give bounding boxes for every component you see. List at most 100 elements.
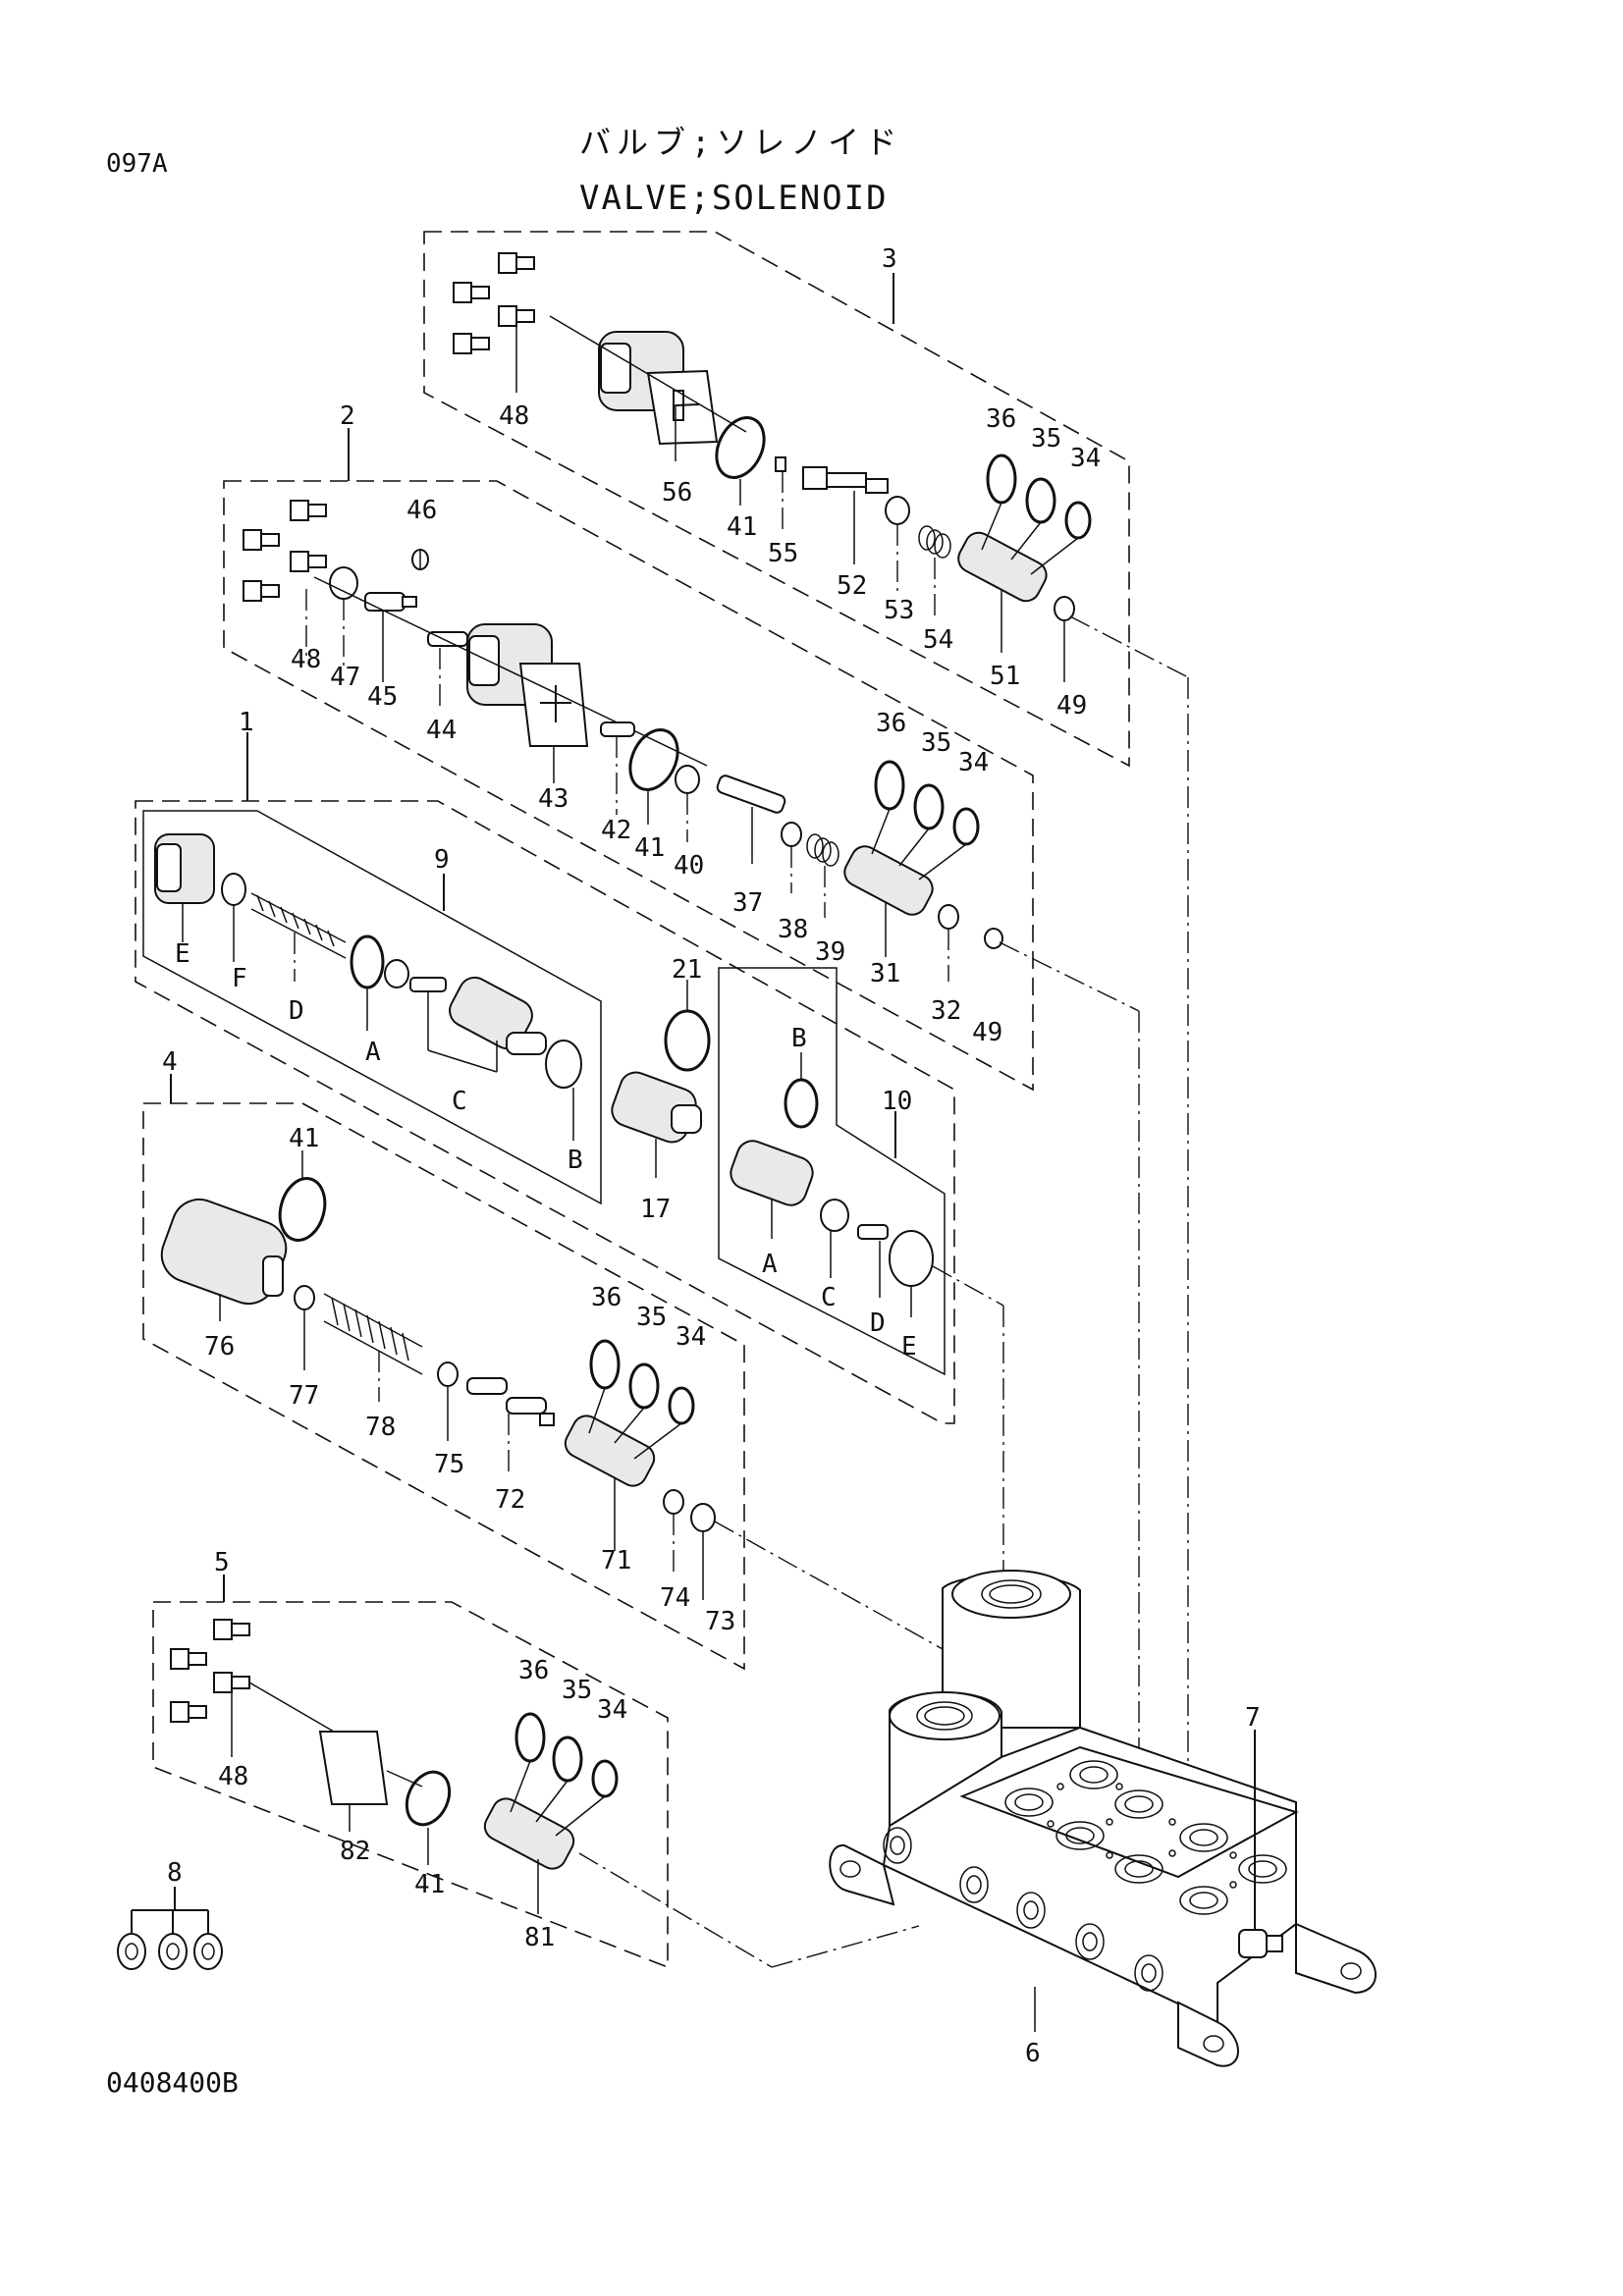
seal-ring-icon	[984, 928, 1003, 949]
callout-9-A: A	[365, 1038, 381, 1067]
spring-icon	[918, 525, 951, 559]
callout-51: 51	[990, 662, 1020, 691]
callout-36: 36	[986, 404, 1016, 434]
callout-82: 82	[340, 1837, 370, 1866]
callout-34: 34	[1070, 444, 1101, 473]
o-ring-icon	[874, 760, 905, 811]
callout-9-E: E	[175, 939, 190, 969]
callout-49: 49	[972, 1018, 1002, 1047]
plug-icon	[1238, 1929, 1283, 1958]
callout-77: 77	[289, 1381, 319, 1411]
o-ring-icon	[589, 1339, 621, 1390]
mounting-foot-icon	[829, 1843, 895, 1906]
callout-43: 43	[538, 784, 568, 814]
adjust-screw-icon	[364, 592, 417, 612]
callout-35: 35	[1031, 424, 1061, 454]
solenoid-icon	[466, 623, 589, 747]
group-4-valve: 4 41	[142, 1047, 944, 1698]
callout-73: 73	[705, 1607, 735, 1636]
callout-5: 5	[214, 1548, 230, 1577]
spring-icon	[857, 1224, 889, 1240]
callout-17: 17	[640, 1195, 671, 1224]
callout-47: 47	[330, 663, 360, 692]
callout-41: 41	[289, 1124, 319, 1153]
callout-38: 38	[778, 915, 808, 944]
o-ring-icon	[350, 934, 385, 989]
washer-icon	[329, 566, 358, 600]
callout-56: 56	[662, 478, 692, 507]
callout-44: 44	[426, 716, 457, 745]
callout-6: 6	[1025, 2039, 1041, 2068]
callout-8: 8	[167, 1858, 183, 1888]
sleeve-icon	[564, 1415, 656, 1487]
o-ring-icon	[552, 1735, 583, 1783]
callout-34: 34	[958, 748, 989, 777]
spring-icon	[323, 1293, 423, 1375]
poppet-icon	[409, 977, 447, 992]
callout-36: 36	[591, 1283, 622, 1312]
seal-ring-icon	[938, 904, 959, 930]
callout-78: 78	[365, 1413, 396, 1442]
port-icon	[883, 1827, 1163, 1992]
callout-9: 9	[434, 845, 450, 875]
callout-72: 72	[495, 1485, 525, 1515]
callout-31: 31	[870, 959, 900, 988]
callout-9-B: B	[568, 1146, 583, 1175]
callout-10-B: B	[791, 1024, 807, 1053]
mounting-foot-icon	[1177, 2001, 1239, 2067]
spring-icon	[600, 721, 635, 737]
callout-37: 37	[732, 888, 763, 918]
callout-55: 55	[768, 539, 798, 568]
callout-76: 76	[204, 1332, 235, 1362]
callout-53: 53	[884, 596, 914, 625]
o-ring-icon	[952, 807, 980, 846]
seat-icon	[675, 765, 700, 794]
callout-39: 39	[815, 937, 845, 967]
pin-icon	[775, 456, 786, 472]
callout-41: 41	[414, 1870, 445, 1899]
o-ring-icon	[664, 1009, 711, 1072]
callout-35: 35	[562, 1676, 592, 1705]
washer-icon	[437, 1362, 459, 1387]
o-ring-icon	[715, 416, 766, 479]
o-ring-icon	[668, 1386, 695, 1425]
callout-10-A: A	[762, 1250, 778, 1279]
sleeve-icon	[957, 531, 1048, 603]
callout-41: 41	[634, 833, 665, 863]
washer-icon	[294, 1285, 315, 1310]
o-ring-icon	[784, 1078, 819, 1129]
callout-45: 45	[367, 682, 398, 712]
spool-icon	[802, 466, 889, 494]
callout-71: 71	[601, 1546, 631, 1575]
title-japanese: バルブ;ソレノイド	[579, 124, 903, 161]
group-3-solenoid-valve: 3 48 56 41 55 52 53 54 51 49 36 35 34	[423, 231, 1189, 1806]
callout-41: 41	[727, 512, 757, 542]
washer-icon	[221, 873, 246, 906]
bolt-icon	[453, 252, 535, 354]
callout-10-D: D	[870, 1308, 886, 1338]
callout-54: 54	[923, 625, 953, 655]
callout-21: 21	[672, 955, 702, 985]
callout-75: 75	[434, 1450, 464, 1479]
callout-1: 1	[239, 708, 254, 737]
callout-34: 34	[676, 1322, 706, 1352]
callout-81: 81	[524, 1923, 555, 1952]
callout-46: 46	[406, 496, 437, 525]
callout-42: 42	[601, 816, 631, 845]
spool-icon	[716, 774, 786, 814]
page-code: 097A	[106, 149, 168, 179]
callout-9-C: C	[452, 1087, 467, 1116]
port-icon	[1004, 1760, 1287, 1915]
cover-plate-icon	[318, 1731, 389, 1805]
callout-9-D: D	[289, 996, 304, 1026]
callout-9-F: F	[232, 964, 247, 993]
plug-icon	[889, 1230, 934, 1287]
callout-4: 4	[162, 1047, 178, 1077]
sleeve-icon	[483, 1797, 575, 1870]
solenoid-coil-icon	[160, 1198, 288, 1306]
group-1-valve-assembly: 1 9 E F D A C	[135, 708, 1004, 1580]
seal-ring-icon	[663, 1489, 684, 1515]
group-2-solenoid-valve: 2 46 48 47 45 44 43 42 41 40 37 38 39 31…	[223, 401, 1140, 1747]
callout-52: 52	[837, 571, 867, 601]
seat-icon	[545, 1040, 582, 1089]
